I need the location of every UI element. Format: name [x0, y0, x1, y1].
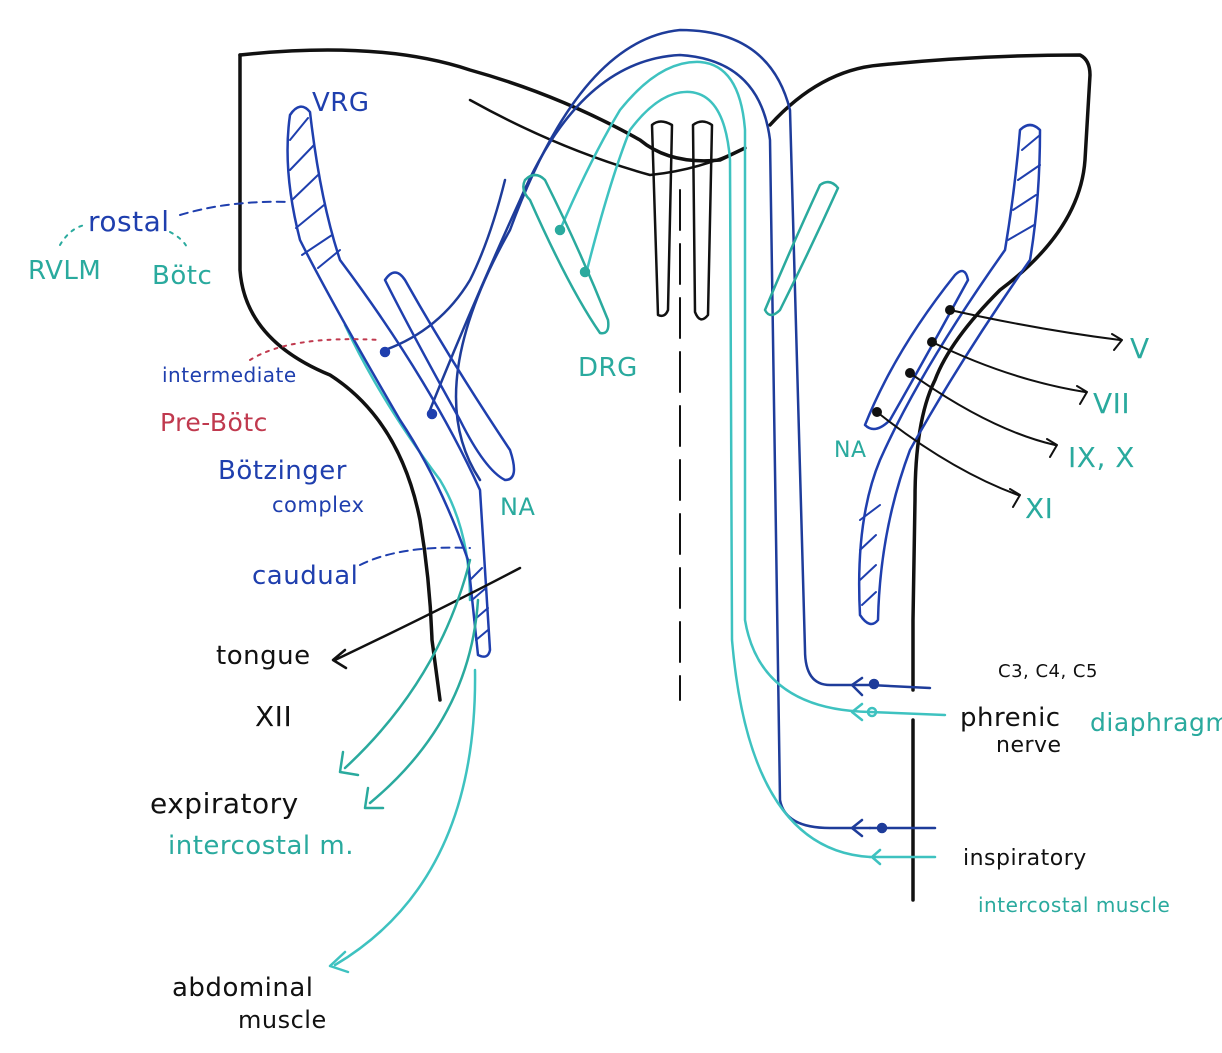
- phrenic-teal-dot: [866, 706, 878, 718]
- label-nerve-v: V: [1130, 332, 1150, 365]
- fourth-ventricle-curve: [468, 98, 747, 177]
- label-inspiratory-muscle: intercostal muscle: [978, 893, 1171, 917]
- na-left-column: [383, 271, 516, 482]
- motor-neuron-dot: [945, 305, 955, 315]
- cranial-nerves: [872, 305, 1123, 508]
- drg-right-column: [763, 180, 840, 317]
- blue-tract-return: [383, 178, 507, 352]
- label-intermediate: intermediate: [162, 363, 297, 387]
- rvlm-pointer: [59, 224, 86, 246]
- blue-tracts: [383, 28, 872, 830]
- expiratory-arrow-2: [363, 598, 480, 810]
- pointer-lines: [59, 200, 471, 566]
- nerve-ix-x-line: [909, 372, 1058, 458]
- motor-neuron-dot: [927, 337, 937, 347]
- motor-neuron-dot: [905, 368, 915, 378]
- motor-neuron-dot: [872, 407, 882, 417]
- phrenic-teal: [850, 702, 947, 722]
- left-outputs: [328, 558, 522, 974]
- label-rvlm: RVLM: [28, 256, 102, 286]
- phrenic-blue-dot: [868, 678, 880, 690]
- neuron-dot: [426, 408, 438, 420]
- teal-tract-inner: [585, 90, 872, 859]
- phrenic-blue: [850, 676, 932, 697]
- column-right: [691, 120, 714, 321]
- label-caudal: caudual: [252, 561, 359, 591]
- caudal-pointer: [359, 546, 471, 566]
- label-cervical: C3, C4, C5: [998, 661, 1098, 682]
- label-botzinger-2: complex: [272, 493, 365, 517]
- drg-left-column: [522, 173, 610, 335]
- drg-neuron-dot: [554, 224, 566, 236]
- expiratory-arrow-1: [338, 558, 472, 777]
- na-right-column: [863, 269, 970, 431]
- nerve-vii-line: [931, 341, 1088, 405]
- vrg-right: [857, 123, 1042, 626]
- drg-columns: [522, 173, 840, 335]
- label-phrenic-1: phrenic: [960, 703, 1061, 733]
- label-botc: Bötc: [152, 261, 213, 291]
- label-na-right: NA: [834, 438, 867, 463]
- label-na-left: NA: [500, 493, 536, 521]
- label-botzinger-1: Bötzinger: [218, 456, 347, 486]
- label-drg: DRG: [578, 353, 638, 383]
- tongue-nerve: [331, 566, 522, 670]
- label-xii: XII: [255, 700, 293, 733]
- teal-tract-outer: [558, 60, 872, 714]
- blue-tract-outer: [454, 28, 872, 687]
- blue-tract-inner: [428, 53, 872, 830]
- vrg-right-hatch: [859, 134, 1041, 606]
- intercostal-teal: [868, 848, 937, 866]
- rostral-pointer: [179, 200, 291, 216]
- label-abdominal-1: abdominal: [172, 973, 314, 1003]
- label-inspiratory: inspiratory: [963, 846, 1087, 871]
- label-nerve-vii: VII: [1093, 387, 1131, 420]
- vrg-hatch: [289, 117, 489, 641]
- intermediate-pointer: [249, 338, 381, 361]
- outline-top-left: [238, 48, 747, 163]
- label-tongue: tongue: [216, 641, 311, 671]
- vrg-right-column: [857, 123, 1042, 626]
- label-nerve-xi: XI: [1025, 492, 1054, 525]
- abdominal-arrow: [328, 668, 477, 974]
- botc-pointer: [169, 231, 189, 251]
- drg-neuron-dot: [579, 266, 591, 278]
- intercostal-blue-dot: [876, 822, 888, 834]
- brainstem-outline: [238, 48, 1092, 902]
- neuron-dot: [379, 346, 391, 358]
- nerve-xi-line: [876, 411, 1021, 508]
- label-vrg: VRG: [312, 88, 370, 118]
- label-expiratory-muscle: intercostal m.: [168, 831, 354, 861]
- midline-columns: [650, 120, 714, 701]
- teal-tract-left: [343, 323, 472, 602]
- outline-left: [238, 53, 442, 702]
- vrg-left: [286, 105, 516, 658]
- label-pre-botc: Pre-Bötc: [160, 408, 268, 437]
- label-nerve-ix-x: IX, X: [1068, 441, 1135, 474]
- spinal-outputs: [850, 676, 947, 866]
- column-left: [650, 120, 674, 318]
- label-phrenic-2: nerve: [996, 733, 1062, 758]
- label-abdominal-2: muscle: [238, 1006, 327, 1034]
- nerve-v-line: [949, 309, 1123, 351]
- label-diaphragm: diaphragm: [1090, 708, 1222, 737]
- outline-top-right: [768, 53, 1092, 692]
- label-expiratory: expiratory: [150, 787, 299, 820]
- vrg-column-outline: [286, 105, 492, 658]
- label-rostral: rostal: [88, 205, 170, 238]
